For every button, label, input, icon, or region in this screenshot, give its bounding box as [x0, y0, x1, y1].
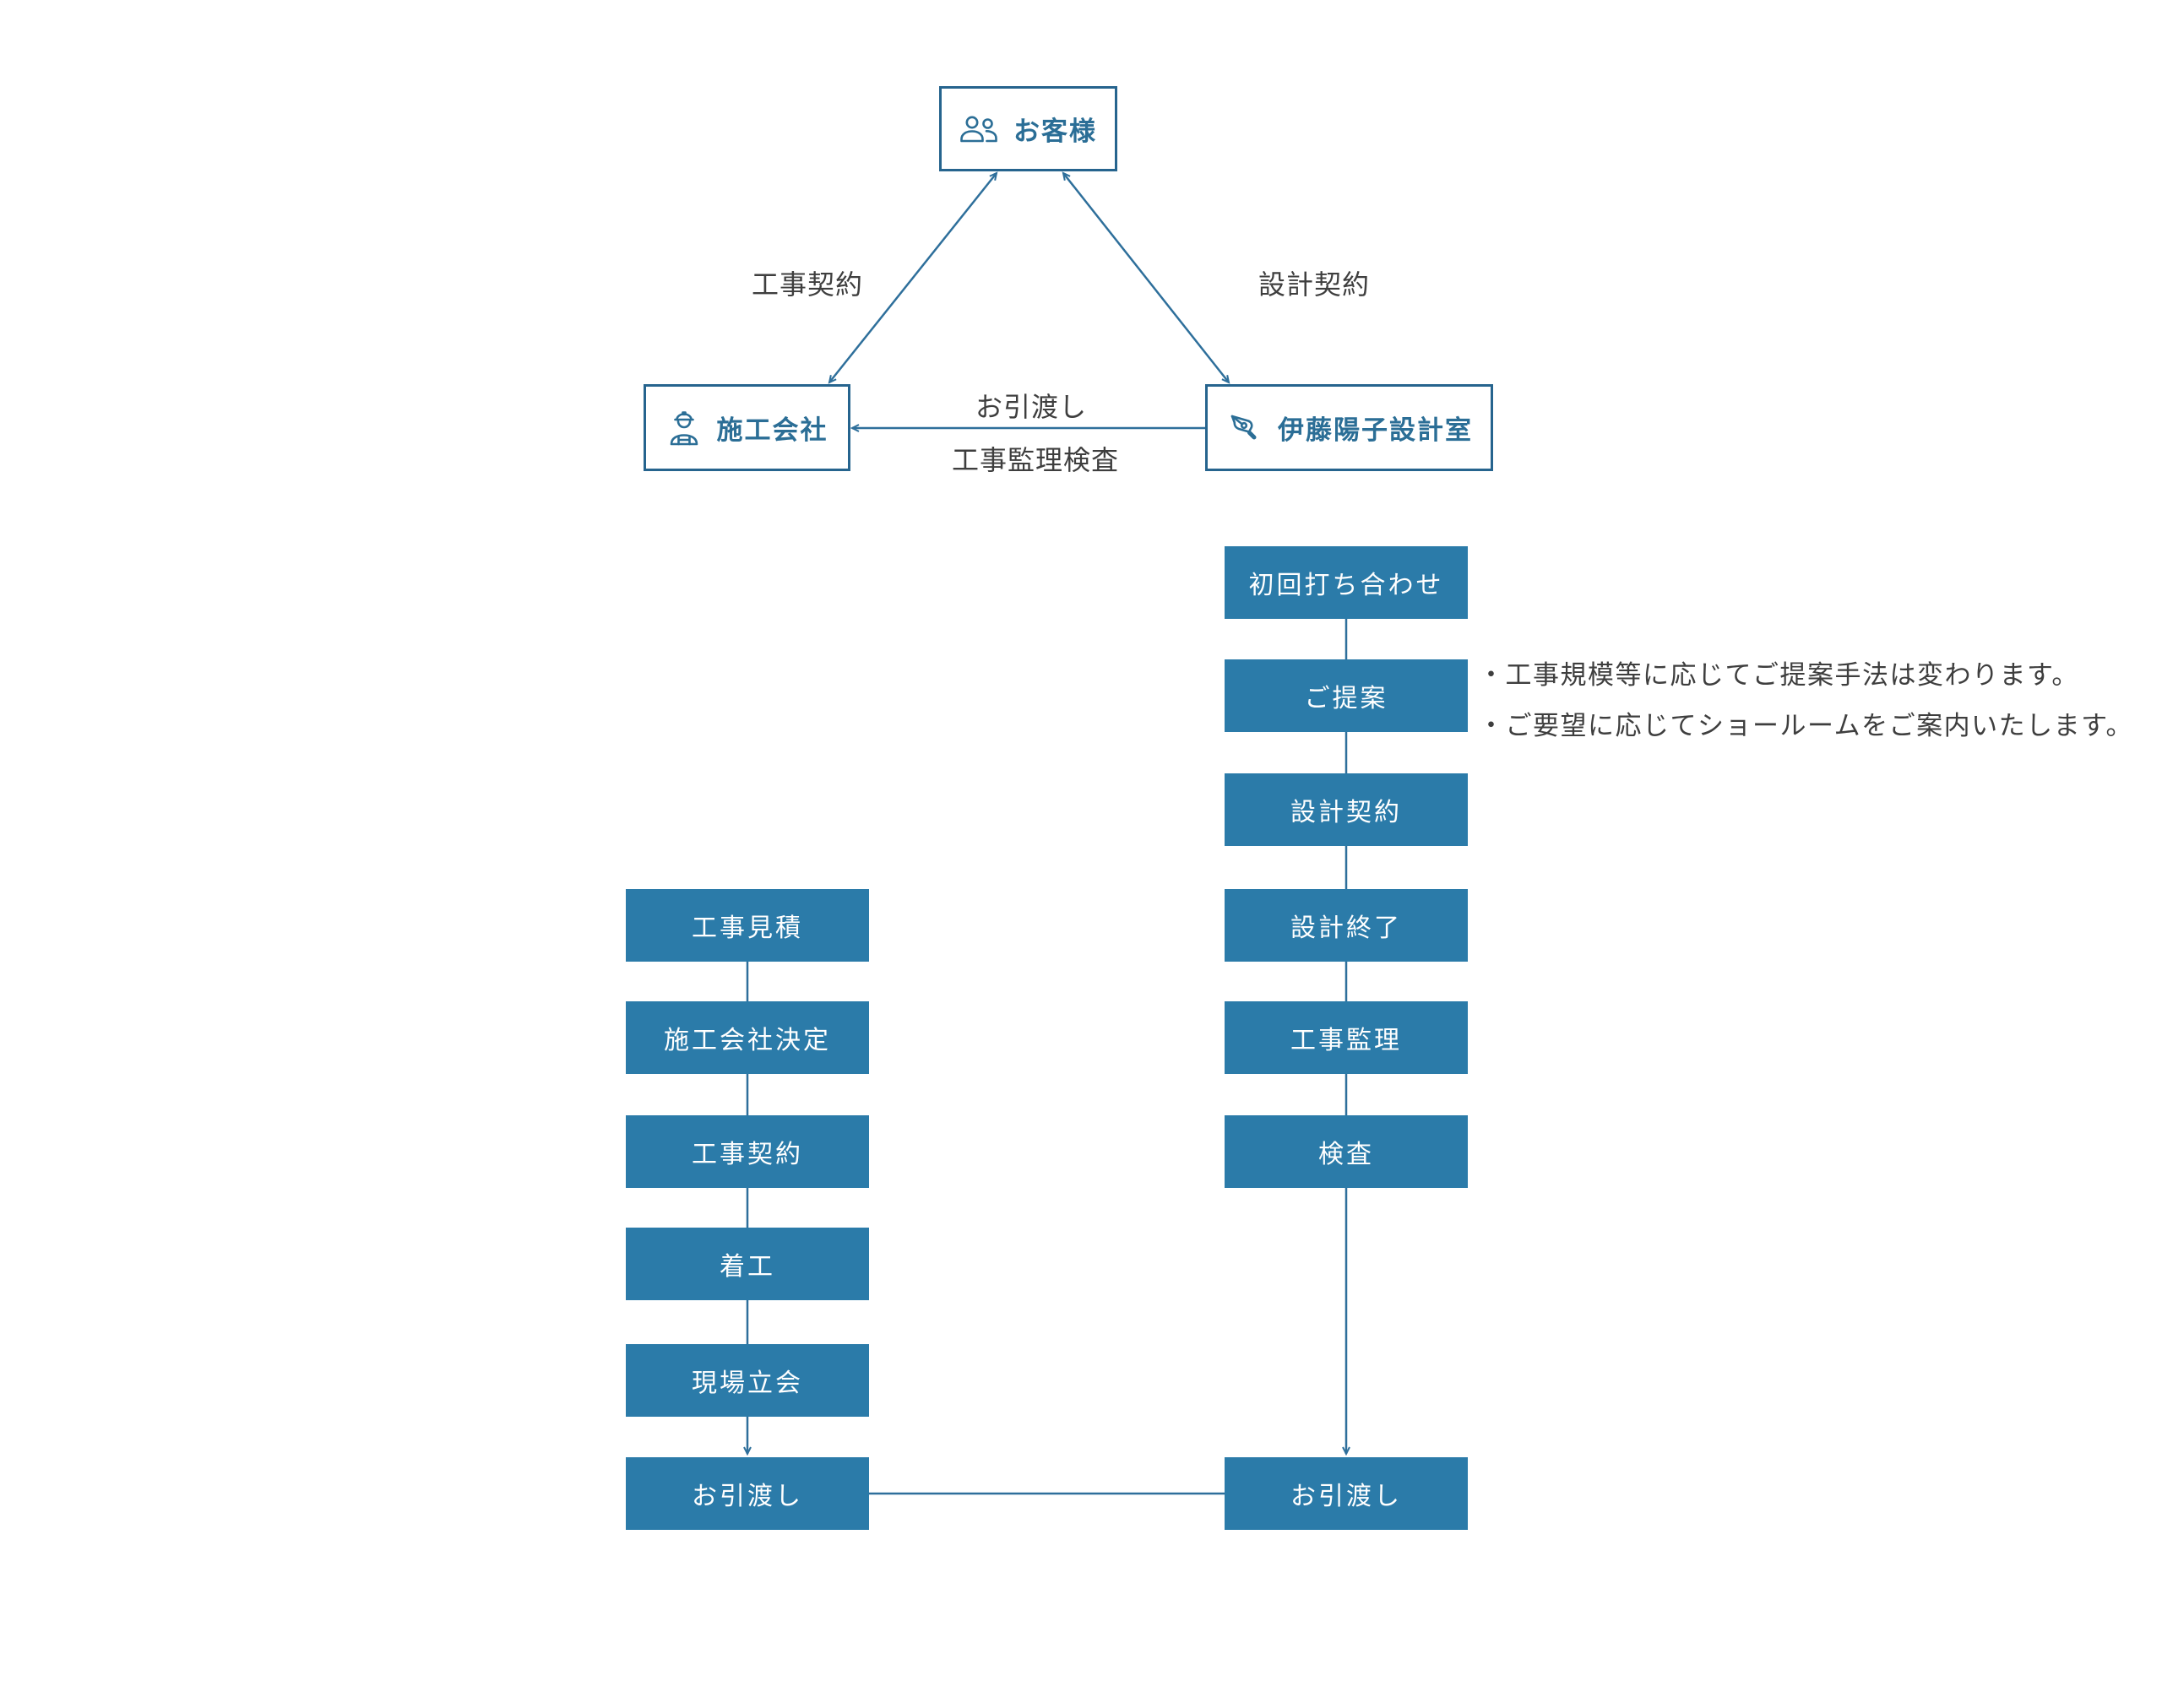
flow-step-proposal: ご提案: [1225, 659, 1468, 732]
proposal-notes: ・工事規模等に応じてご提案手法は変わります。 ・ご要望に応じてショールームをご案…: [1478, 650, 2133, 751]
edge-customer-designer: [1062, 171, 1230, 384]
flow-step-estimate: 工事見積: [626, 889, 869, 962]
flow-step-supervision: 工事監理: [1225, 1001, 1468, 1074]
flow-step-first-meeting: 初回打ち合わせ: [1225, 546, 1468, 619]
flow-step-builder-decision: 施工会社決定: [626, 1001, 869, 1074]
builder-label: 施工会社: [716, 415, 828, 446]
flow-step-design-end: 設計終了: [1225, 889, 1468, 962]
flow-step-inspection: 検査: [1225, 1115, 1468, 1188]
edge-label-handover: お引渡し: [975, 391, 1088, 423]
flow-step-construction-contract: 工事契約: [626, 1115, 869, 1188]
flow-step-start-construction: 着工: [626, 1228, 869, 1300]
edge-label-design-contract: 設計契約: [1258, 268, 1371, 301]
customer-label: お客様: [1013, 117, 1097, 147]
designer-label: 伊藤陽子設計室: [1278, 415, 1473, 446]
note-line: ・ご要望に応じてショールームをご案内いたします。: [1478, 711, 2133, 741]
customer-box: お客様: [939, 86, 1117, 171]
flow-step-handover-right: お引渡し: [1225, 1457, 1468, 1530]
flow-step-handover-left: お引渡し: [626, 1457, 869, 1530]
designer-box: 伊藤陽子設計室: [1205, 384, 1493, 471]
edge-label-supervision-inspection: 工事監理検査: [952, 444, 1120, 476]
edge-label-construction-contract: 工事契約: [752, 268, 864, 301]
worker-icon: [670, 410, 698, 445]
note-line: ・工事規模等に応じてご提案手法は変わります。: [1478, 660, 2079, 691]
flow-step-site-witness: 現場立会: [626, 1344, 869, 1417]
people-icon: [960, 116, 997, 142]
flow-step-design-contract: 設計契約: [1225, 773, 1468, 846]
pen-icon: [1230, 415, 1257, 439]
builder-box: 施工会社: [644, 384, 850, 471]
